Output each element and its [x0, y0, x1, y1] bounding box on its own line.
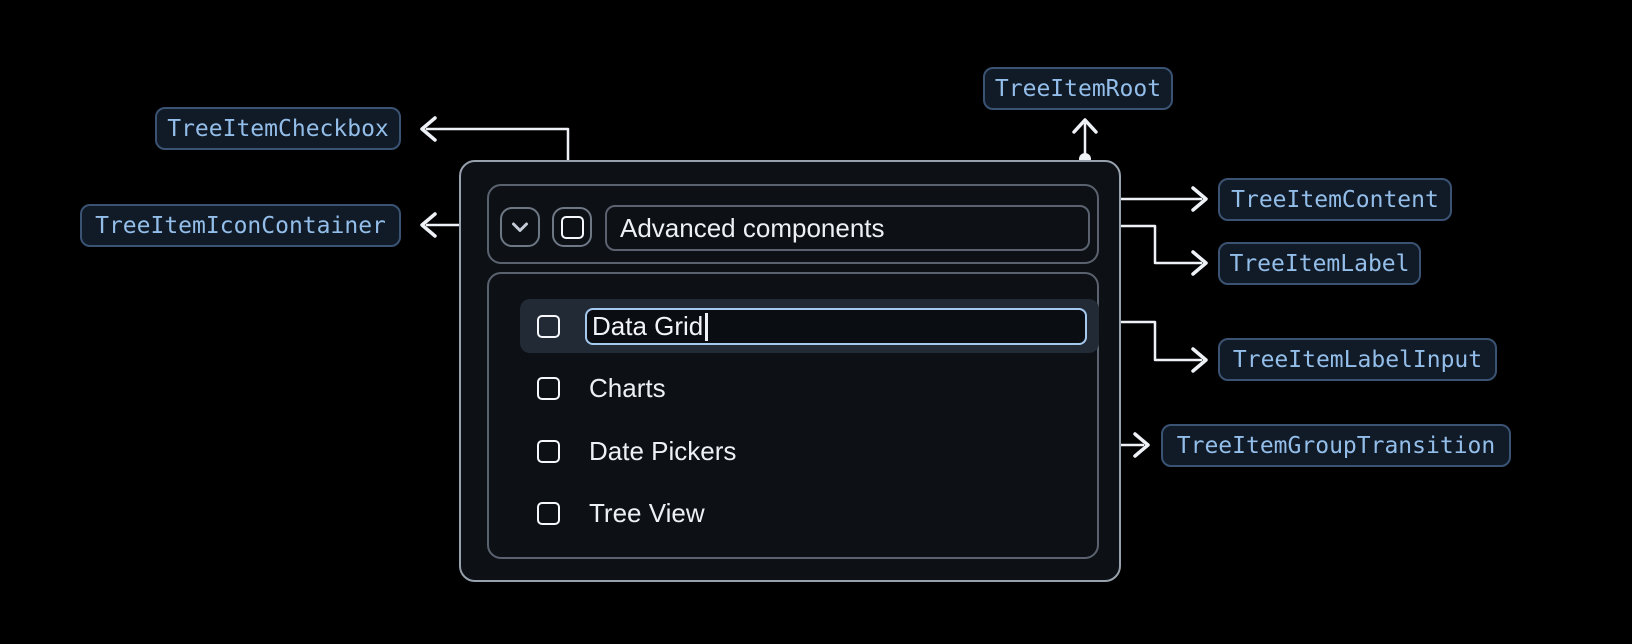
badge-tree-item-content: TreeItemContent — [1218, 178, 1452, 221]
badge-tree-item-root: TreeItemRoot — [983, 67, 1173, 110]
tree-item[interactable]: Charts — [520, 361, 1099, 415]
arrow-right-icon — [1133, 432, 1150, 458]
tree-item-label: Date Pickers — [589, 435, 737, 466]
tree-item-checkbox[interactable] — [537, 439, 560, 463]
tree-item[interactable]: Date Pickers — [520, 424, 1099, 478]
tree-item-label: Tree View — [589, 497, 705, 528]
tree-item-checkbox[interactable] — [552, 207, 592, 247]
tree-item-label-text: Advanced components — [620, 212, 885, 243]
badge-tree-item-checkbox: TreeItemCheckbox — [155, 107, 401, 150]
arrow-right-icon — [1191, 347, 1208, 373]
tree-item-group-transition: Data Grid Charts Date Pickers Tree View — [487, 272, 1099, 559]
tree-item-icon-container[interactable] — [500, 207, 540, 247]
badge-tree-item-label: TreeItemLabel — [1218, 242, 1421, 285]
label-input-value: Data Grid — [592, 311, 704, 341]
tree-item-editing[interactable]: Data Grid — [520, 299, 1099, 353]
arrow-up-icon — [1072, 118, 1098, 134]
tree-item[interactable]: Tree View — [520, 486, 1099, 540]
tree-item-label[interactable]: Advanced components — [605, 205, 1090, 251]
tree-item-label: Charts — [589, 372, 666, 403]
badge-tree-item-icon-container: TreeItemIconContainer — [80, 204, 401, 247]
connector-tree-item-root — [1072, 118, 1098, 160]
badge-tree-item-group-transition: TreeItemGroupTransition — [1161, 424, 1511, 467]
arrow-right-icon — [1191, 250, 1208, 276]
chevron-down-icon — [512, 222, 528, 232]
tree-item-checkbox[interactable] — [537, 501, 560, 525]
tree-item-checkbox[interactable] — [537, 376, 560, 400]
tree-item-label-input[interactable]: Data Grid — [585, 308, 1087, 345]
tree-item-checkbox[interactable] — [537, 314, 560, 338]
badge-tree-item-label-input: TreeItemLabelInput — [1218, 338, 1497, 381]
tree-item-content[interactable]: Advanced components — [487, 184, 1099, 264]
arrow-right-icon — [1191, 186, 1208, 212]
tree-item-root: Advanced components Data Grid Charts Dat… — [459, 160, 1121, 582]
text-cursor — [705, 312, 708, 341]
checkbox-unchecked-icon — [560, 215, 584, 239]
arrow-left-icon — [420, 116, 437, 142]
arrow-left-icon — [420, 212, 437, 238]
